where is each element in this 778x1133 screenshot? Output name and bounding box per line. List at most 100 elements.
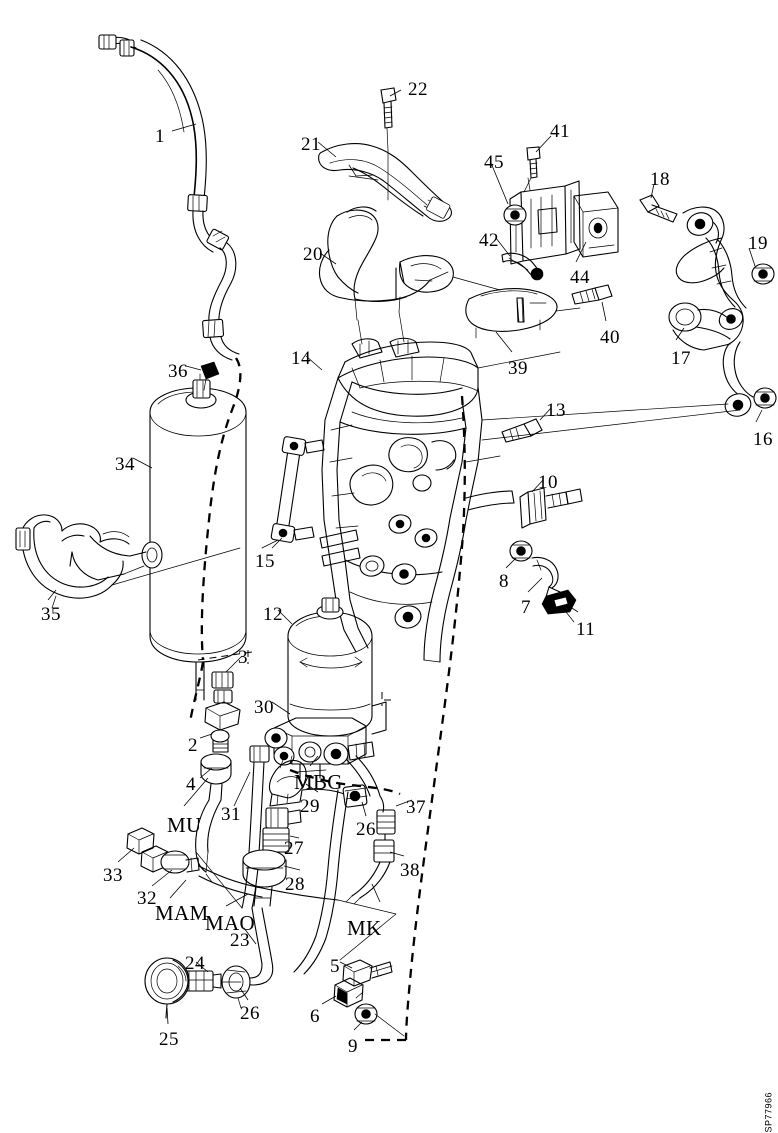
callout-6: 6 (310, 1006, 320, 1027)
callout-27: 27 (284, 838, 304, 859)
callout-MU: MU (167, 813, 202, 837)
part-1-hose (98, 34, 240, 361)
part-9-nut (354, 1003, 378, 1025)
callout-16: 16 (753, 429, 773, 450)
callout-1: 1 (155, 126, 165, 147)
callout-18: 18 (650, 169, 670, 190)
part-24-fitting-stem (182, 970, 222, 992)
part-2-tee-fitting (204, 701, 241, 753)
callout-3: 3 (238, 647, 248, 668)
leader-lines (47, 89, 763, 1031)
part-17-support-arm (668, 206, 754, 417)
callout-7: 7 (521, 597, 531, 618)
part-22-bolt (380, 87, 397, 151)
callout-8: 8 (499, 571, 509, 592)
callout-31: 31 (221, 804, 241, 825)
callout-2: 2 (188, 735, 198, 756)
callout-MAM: MAM (155, 901, 209, 925)
part-26b-collar (342, 784, 368, 808)
part-16-nut (753, 387, 777, 409)
part-31-tube (241, 745, 270, 909)
callout-11: 11 (576, 619, 596, 640)
callout-41: 41 (550, 121, 570, 142)
part-10-bracket (519, 487, 583, 529)
part-36-drain-valve (200, 361, 220, 391)
callout-5: 5 (330, 956, 340, 977)
part-20-shield (318, 206, 454, 321)
part-25-gladhand-coupling (144, 957, 190, 1019)
part-15-tie-rod (261, 436, 325, 549)
part-11-clamp-block (541, 589, 577, 623)
callout-4: 4 (186, 774, 196, 795)
part-45-nut (503, 204, 527, 226)
part-32-connector (160, 850, 200, 874)
callout-23: 23 (230, 930, 250, 951)
part-39-plate (465, 288, 581, 339)
callout-32: 32 (137, 888, 157, 909)
part-4-collar (200, 753, 232, 801)
part-13-bolt (501, 418, 543, 443)
callout-40: 40 (600, 327, 620, 348)
part-19-nut (751, 263, 775, 285)
part-6-elbow (333, 977, 364, 1008)
part-8-nut (509, 540, 533, 562)
callout-36: 36 (168, 361, 188, 382)
callout-14: 14 (291, 348, 311, 369)
part-30-manifold (264, 717, 375, 779)
construction-lines (111, 149, 741, 1037)
callout-28: 28 (285, 874, 305, 895)
callout-22: 22 (408, 79, 428, 100)
part-26a-collar (221, 965, 251, 1009)
part-44-bracket-right (573, 191, 619, 258)
part-38-fitting (373, 839, 395, 863)
sheet-id-watermark: SP77966 (764, 1092, 774, 1133)
part-27-valve-body (262, 807, 302, 853)
callout-21: 21 (301, 134, 321, 155)
callout-37: 37 (406, 797, 426, 818)
part-3-adapter (211, 671, 234, 704)
part-37-fitting (376, 809, 396, 835)
part-34-reservoir-tank (141, 373, 247, 701)
part-29-valve-head (268, 755, 307, 807)
callout-15: 15 (255, 551, 275, 572)
callout-13: 13 (546, 400, 566, 421)
diagram-sheet: .ln{fill:none;stroke:#000;stroke-width:1… (15, 34, 777, 1133)
part-21-cover-bracket (318, 143, 452, 222)
assembly-dashed-boundary (197, 395, 466, 1042)
callout-12: 12 (263, 604, 283, 625)
part-28-valve-fitting (242, 849, 287, 907)
callout-26a: 26 (240, 1003, 260, 1024)
part-42-bolt (501, 252, 544, 281)
callout-34: 34 (115, 454, 135, 475)
part-41-bolt (526, 146, 541, 179)
callout-17: 17 (671, 348, 691, 369)
part-44-bracket (509, 180, 581, 265)
callout-38: 38 (400, 860, 420, 881)
hose-routing-lower-left (195, 799, 339, 901)
part-12-air-dryer (287, 597, 387, 737)
callout-42: 42 (479, 230, 499, 251)
callout-9: 9 (348, 1036, 358, 1057)
callout-MBG: MBG (294, 770, 343, 794)
part-18-bolt (639, 194, 678, 223)
part-5-fitting (342, 959, 393, 987)
callout-29: 29 (300, 796, 320, 817)
callout-10: 10 (538, 472, 558, 493)
dashed-route-left (188, 357, 242, 723)
part-40-bolt (571, 284, 613, 305)
callout-MAO: MAO (205, 911, 255, 935)
hose-mbg-right (301, 755, 396, 905)
callout-19: 19 (748, 233, 768, 254)
callout-26b: 26 (356, 819, 376, 840)
callout-20: 20 (303, 244, 323, 265)
callout-44: 44 (570, 267, 590, 288)
part-14-main-frame (319, 337, 515, 663)
callout-45: 45 (484, 152, 504, 173)
diagram-artwork: .ln{fill:none;stroke:#000;stroke-width:1… (15, 34, 777, 1042)
part-35-mounting-strap (15, 514, 147, 609)
callout-39: 39 (508, 358, 528, 379)
hose-mk (293, 789, 349, 975)
callout-33: 33 (103, 865, 123, 886)
callout-30: 30 (254, 697, 274, 718)
callout-25: 25 (159, 1029, 179, 1050)
